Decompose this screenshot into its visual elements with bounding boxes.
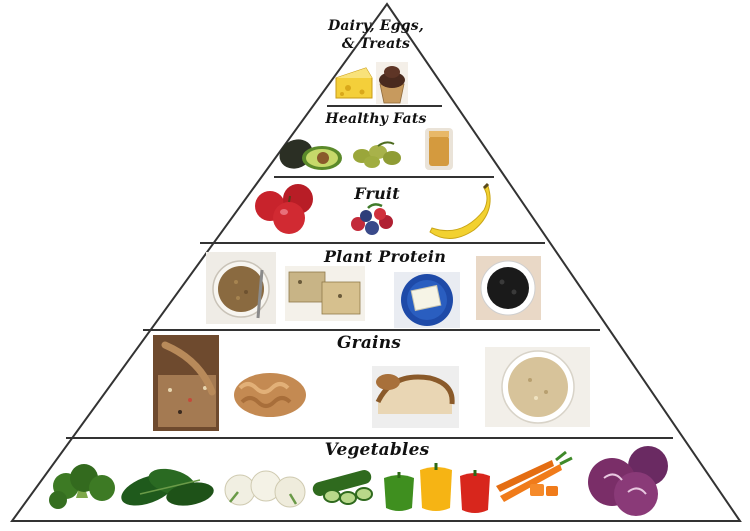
tier-label-vegetables: Vegetables — [324, 440, 430, 460]
bell-peppers-illustration — [384, 463, 490, 513]
cucumber-illustration — [312, 470, 373, 505]
cauliflower-illustration — [224, 470, 306, 508]
apples-illustration — [255, 184, 313, 234]
carrots-illustration — [496, 450, 573, 502]
nut-butter-illustration — [425, 128, 453, 170]
tier-label-plant-protein: Plant Protein — [323, 247, 447, 266]
banana-illustration — [429, 182, 491, 239]
tier-label-fruit: Fruit — [354, 184, 400, 203]
brown-rice-illustration — [485, 347, 590, 427]
quinoa-illustration — [153, 335, 219, 431]
red-cabbage-illustration — [588, 446, 668, 516]
tofu-illustration — [394, 272, 460, 328]
rotini-pasta-illustration — [234, 373, 306, 417]
spinach-illustration — [121, 468, 214, 506]
bread-illustration — [372, 366, 459, 428]
olives-illustration — [353, 141, 401, 168]
tier-label-line: & Treats — [341, 36, 411, 52]
avocado-illustration — [279, 139, 342, 170]
cupcake-illustration — [376, 62, 408, 104]
lentils-illustration — [206, 252, 276, 324]
broccoli-illustration — [49, 464, 115, 509]
cheese-illustration — [335, 67, 373, 99]
berries-illustration — [351, 203, 393, 235]
tier-label-line: Dairy, Eggs, — [328, 18, 424, 34]
tier-label-grains: Grains — [336, 333, 402, 353]
black-beans-illustration — [476, 256, 541, 320]
tempeh-illustration — [285, 266, 365, 321]
tier-label-healthy-fats: Healthy Fats — [325, 111, 427, 127]
tier-label-dairy-eggs-treats: Dairy, Eggs, & Treats — [328, 17, 424, 53]
